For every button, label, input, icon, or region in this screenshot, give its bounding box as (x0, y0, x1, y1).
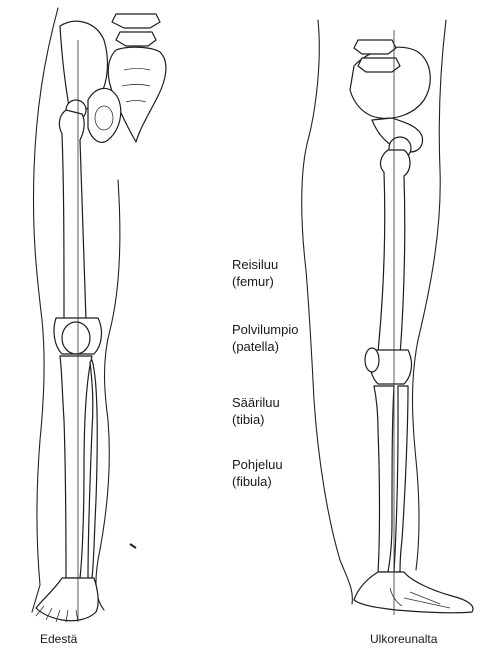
label-femur-name: Reisiluu (232, 256, 278, 273)
label-tibia: Sääriluu (tibia) (232, 394, 280, 428)
caption-side-view: Ulkoreunalta (370, 632, 437, 646)
label-patella: Polvilumpio (patella) (232, 321, 298, 355)
label-fibula-name: Pohjeluu (232, 456, 283, 473)
side-fibula (394, 386, 408, 572)
front-femur (59, 110, 86, 320)
side-leg-front-outline (302, 20, 353, 604)
stray-mark (130, 544, 136, 548)
label-tibia-latin: (tibia) (232, 411, 280, 428)
side-tibia (374, 386, 394, 572)
label-femur-latin: (femur) (232, 273, 278, 290)
front-patella (62, 322, 90, 354)
front-leg-outline (32, 8, 58, 612)
label-tibia-name: Sääriluu (232, 394, 280, 411)
label-patella-name: Polvilumpio (232, 321, 298, 338)
side-patella (365, 348, 379, 372)
front-fibula (88, 360, 97, 578)
front-tibia (60, 356, 92, 578)
front-view-figure (32, 8, 166, 622)
label-fibula-latin: (fibula) (232, 473, 283, 490)
label-patella-latin: (patella) (232, 338, 298, 355)
side-foot (354, 572, 473, 613)
caption-front-view: Edestä (40, 632, 77, 646)
label-fibula: Pohjeluu (fibula) (232, 456, 283, 490)
front-pubis (88, 88, 121, 142)
front-leg-inner-outline (96, 180, 120, 610)
side-view-figure (302, 20, 473, 615)
label-femur: Reisiluu (femur) (232, 256, 278, 290)
